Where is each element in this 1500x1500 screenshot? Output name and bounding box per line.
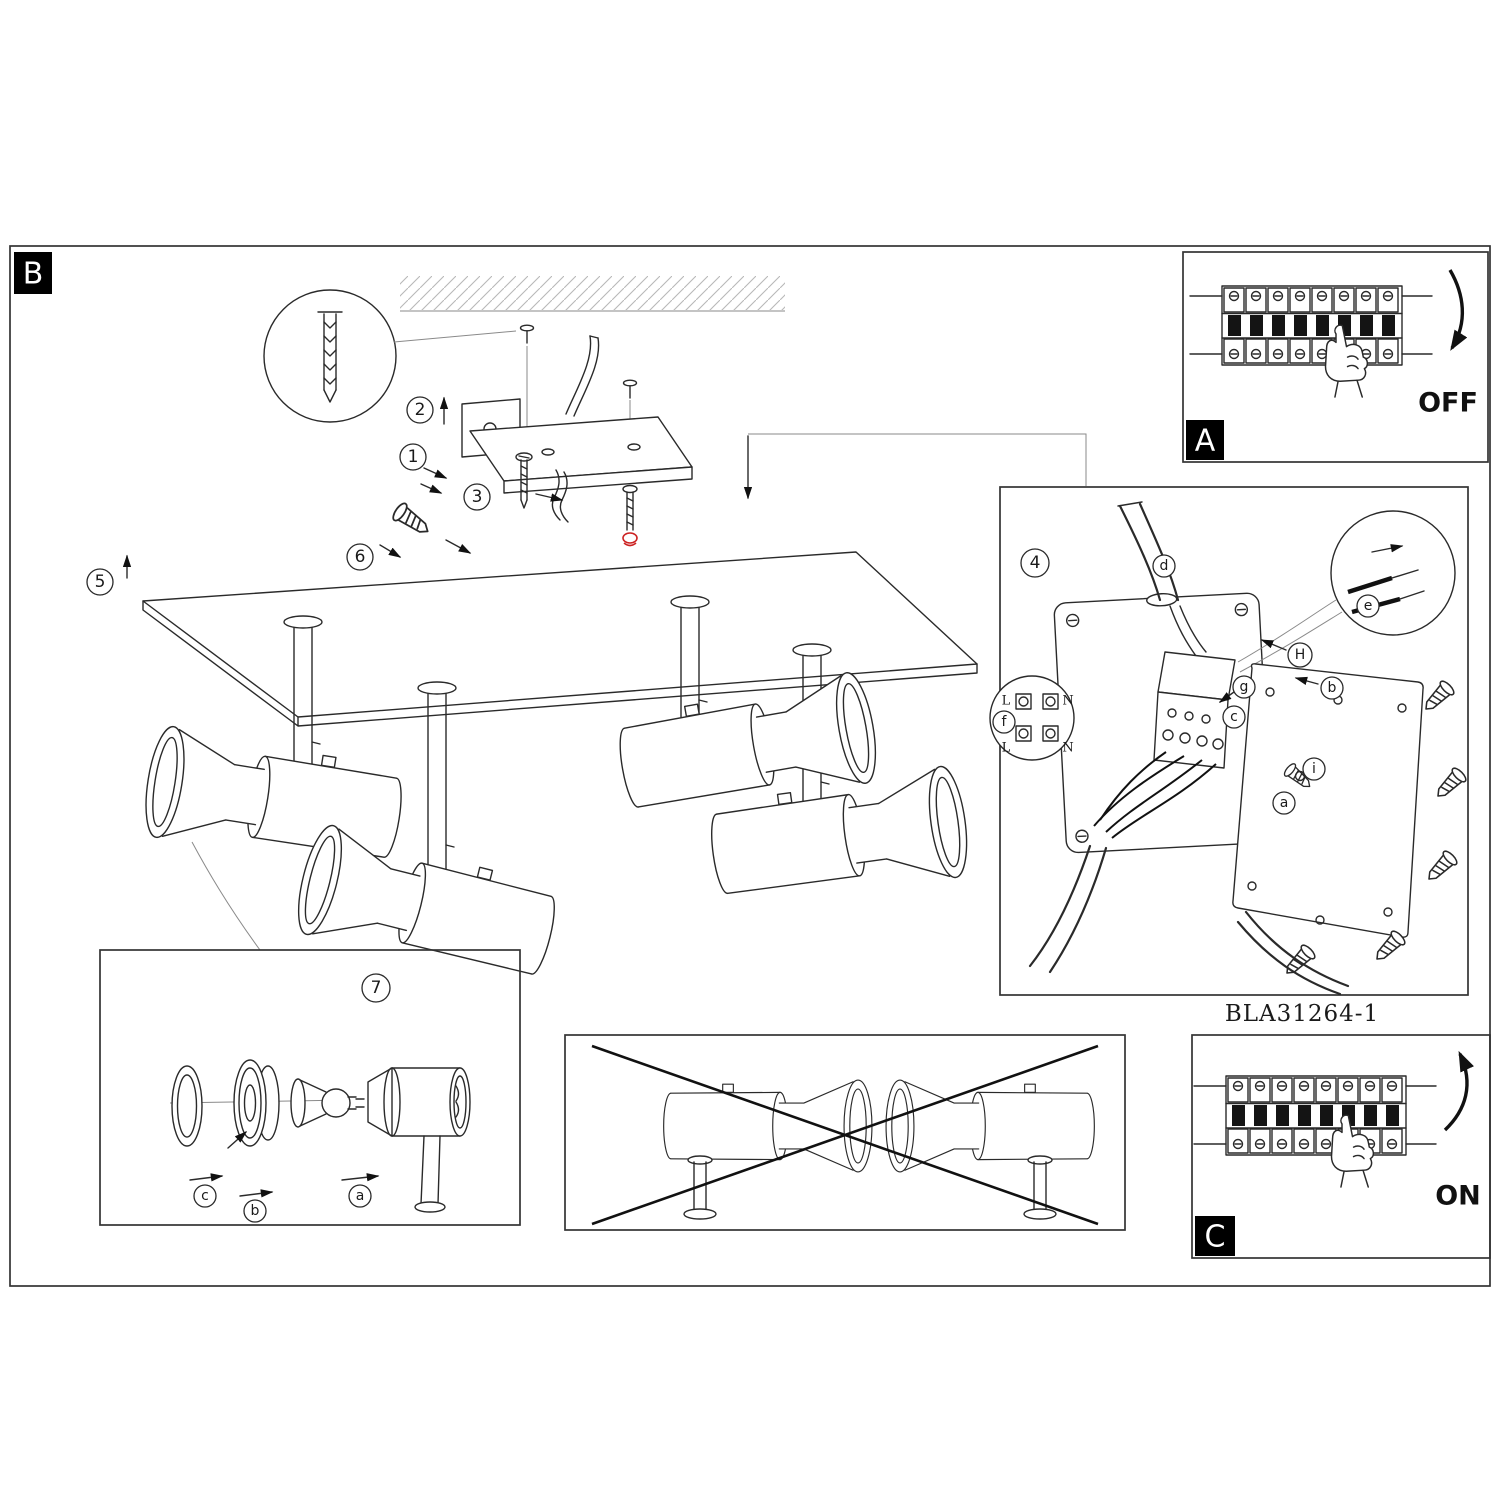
step-5-callout: 5 xyxy=(86,554,132,596)
callout-e: e xyxy=(1364,598,1373,614)
wiring-panel: 4 d xyxy=(989,486,1469,996)
reflector-lamp xyxy=(227,1059,280,1149)
switch-on-arrow xyxy=(1443,1050,1474,1132)
ceiling-hatch xyxy=(400,276,785,312)
forbidden-spot-right xyxy=(885,1079,1095,1173)
step-7-label: 7 xyxy=(371,978,382,998)
power-off-panel: OFF A xyxy=(1182,251,1489,463)
power-on-panel: ON C xyxy=(1191,1034,1491,1259)
wire-strip-detail xyxy=(1330,510,1456,636)
loose-screw xyxy=(389,500,435,541)
callout-b: b xyxy=(1328,680,1337,696)
svg-text:2: 2 xyxy=(415,400,426,420)
section-a-badge xyxy=(1186,420,1224,460)
cover-plate xyxy=(1232,663,1424,938)
wiring-callouts: H b g c i a xyxy=(1218,639,1344,815)
cross-out-x xyxy=(591,1044,1099,1226)
socket-holder xyxy=(367,1067,471,1213)
callout-h: H xyxy=(1295,647,1306,663)
step-3-callout: 3 xyxy=(463,483,491,511)
main-exploded-view: 2 1 3 6 5 xyxy=(86,276,1087,993)
callout-f: f xyxy=(1002,714,1008,730)
assembly-callout-b: b xyxy=(251,1203,260,1219)
stem-1 xyxy=(283,615,323,766)
stem-3 xyxy=(670,595,710,723)
bracket-screw xyxy=(515,452,564,509)
section-b-badge xyxy=(14,252,52,294)
callout-a: a xyxy=(1280,795,1289,811)
terminal-block xyxy=(1093,651,1236,839)
spotlight-2 xyxy=(289,820,565,993)
assembly-callout-a: a xyxy=(356,1188,365,1204)
switch-off-arrow xyxy=(1448,269,1468,351)
bulb xyxy=(290,1078,365,1128)
canopy-screw-red xyxy=(622,484,638,547)
stem-2 xyxy=(417,681,457,873)
terminal-n-top: N xyxy=(1062,694,1073,709)
step-1-callout: 1 xyxy=(399,443,448,494)
section-b-label: B xyxy=(23,257,44,292)
svg-text:3: 3 xyxy=(472,487,483,507)
breaker-strip-off xyxy=(1190,286,1432,365)
plate-screw-1 xyxy=(1419,678,1457,716)
assembly-callouts: c b a xyxy=(189,1173,380,1223)
leader-to-wiring xyxy=(748,433,1087,486)
plate-screw-3 xyxy=(1422,848,1460,886)
callout-i: i xyxy=(1312,761,1316,777)
callout-d: d xyxy=(1160,558,1169,574)
section-a-label: A xyxy=(1195,424,1216,459)
step-6-callout: 6 xyxy=(346,543,402,571)
callout-g: g xyxy=(1240,679,1249,695)
plate-screw-2 xyxy=(1431,765,1469,803)
section-c-label: C xyxy=(1205,1220,1226,1255)
on-label: ON xyxy=(1435,1181,1481,1212)
breaker-strip-on xyxy=(1194,1076,1436,1155)
entry-cable xyxy=(1117,501,1207,657)
step-2-callout: 2 xyxy=(406,396,449,425)
leader-to-assembly xyxy=(191,841,261,951)
svg-text:5: 5 xyxy=(95,572,106,592)
svg-text:6: 6 xyxy=(355,547,366,567)
main-frame xyxy=(9,245,1491,1287)
section-c-badge xyxy=(1195,1216,1235,1256)
callout-c: c xyxy=(1230,709,1238,725)
exit-cables xyxy=(1028,844,1350,996)
assembly-callout-c: c xyxy=(201,1188,209,1204)
forbidden-stems xyxy=(683,1155,1057,1220)
trim-ring xyxy=(171,1065,203,1147)
mounting-bracket xyxy=(461,335,693,523)
supply-cable xyxy=(565,335,592,415)
ln-terminal-detail: L N L N xyxy=(989,675,1075,761)
lamp-assembly-panel: 7 xyxy=(99,949,521,1226)
terminal-l-top: L xyxy=(1002,694,1011,709)
forbidden-orientation-panel xyxy=(564,1034,1126,1231)
svg-text:1: 1 xyxy=(408,447,419,467)
step-4-label: 4 xyxy=(1030,553,1041,573)
terminal-n-bottom: N xyxy=(1062,741,1073,756)
terminal-l-bottom: L xyxy=(1002,741,1011,756)
product-code: BLA31264-1 xyxy=(1225,1001,1379,1027)
off-label: OFF xyxy=(1418,388,1478,419)
canopy-plate xyxy=(142,551,978,727)
wall-plug-detail xyxy=(263,289,517,423)
